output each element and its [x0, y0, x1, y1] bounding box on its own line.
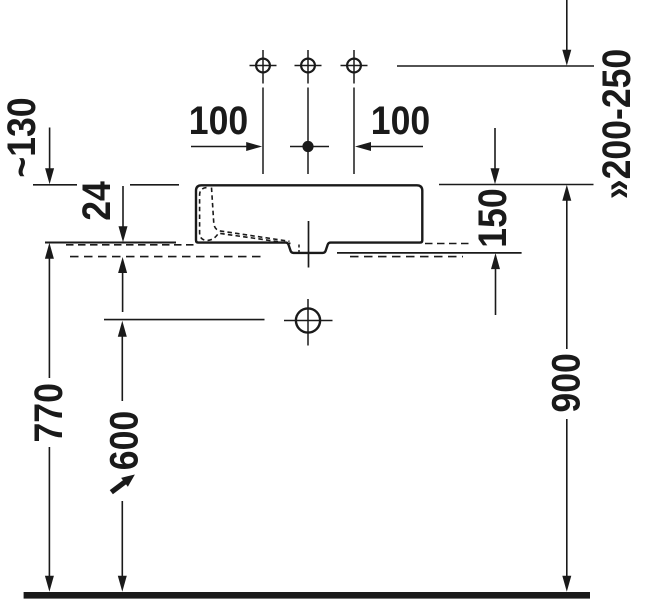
svg-text:600: 600	[103, 411, 147, 470]
svg-text:150: 150	[471, 188, 515, 247]
svg-text:900: 900	[545, 353, 589, 412]
svg-text:»200-250: »200-250	[595, 49, 639, 199]
svg-text:100: 100	[189, 99, 248, 143]
svg-text:770: 770	[27, 383, 71, 442]
svg-text:24: 24	[75, 181, 119, 221]
svg-text:~130: ~130	[0, 97, 44, 177]
svg-text:100: 100	[371, 99, 430, 143]
